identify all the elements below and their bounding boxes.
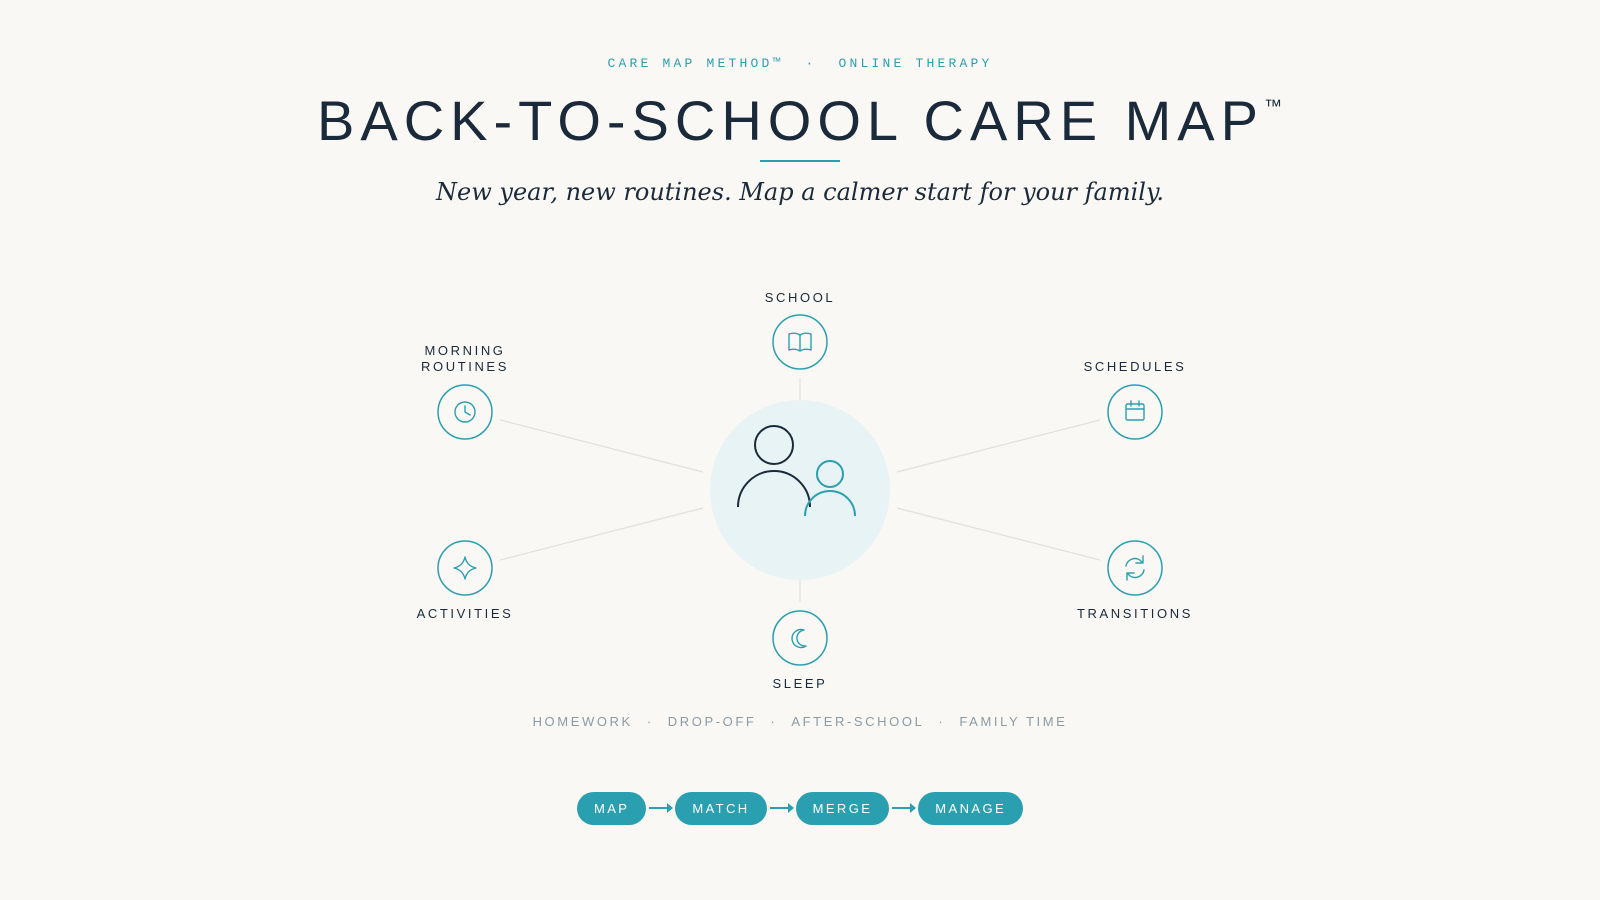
arrow-right-icon <box>767 802 796 814</box>
tag-separator: · <box>646 714 654 729</box>
tag-separator: · <box>770 714 778 729</box>
node-circle-transitions <box>1107 540 1163 596</box>
page-title-text: BACK-TO-SCHOOL CARE MAP <box>316 89 1265 152</box>
step-match-pill: MATCH <box>675 791 767 825</box>
connector-transitions <box>896 507 1101 561</box>
subtitle: New year, new routines. Map a calmer sta… <box>436 178 1164 206</box>
node-circle-activities <box>437 540 493 596</box>
refresh-icon <box>1125 555 1145 581</box>
connector-schedules <box>896 419 1101 473</box>
node-circle-schedules <box>1107 384 1163 440</box>
book-icon <box>788 332 812 352</box>
node-label-transitions: TRANSITIONS <box>1077 606 1193 621</box>
node-label-morning-routines: MORNING ROUTINES <box>365 343 565 375</box>
eyebrow: CARE MAP METHOD™ · ONLINE THERAPY <box>0 56 1600 71</box>
node-label-schedules: SCHEDULES <box>1083 359 1187 374</box>
topic-tags: HOMEWORK · DROP-OFF · AFTER-SCHOOL · FAMILY TI… <box>0 714 1600 729</box>
clock-icon <box>454 401 476 423</box>
node-label-sleep: SLEEP <box>772 676 828 691</box>
process-steps: MAP MATCH MERGE MANAGE <box>0 791 1600 825</box>
tag-drop-off: DROP-OFF <box>667 714 757 729</box>
title-divider <box>760 160 840 162</box>
tag-separator: · <box>938 714 946 729</box>
step-map-pill: MAP <box>576 791 647 825</box>
node-circle-sleep <box>772 610 828 666</box>
family-icon <box>737 425 856 517</box>
eyebrow-separator: · <box>805 56 817 71</box>
node-label-morning-line1: MORNING <box>424 343 506 358</box>
eyebrow-method: CARE MAP METHOD™ <box>607 56 784 71</box>
connector-morning <box>499 419 704 473</box>
node-label-activities: ACTIVITIES <box>416 606 514 621</box>
sparkle-icon <box>453 556 477 580</box>
page-title: BACK-TO-SCHOOL CARE MAP™ <box>0 88 1600 153</box>
node-label-school: SCHOOL <box>764 290 836 305</box>
tag-after-school: AFTER-SCHOOL <box>791 714 925 729</box>
step-manage-pill: MANAGE <box>918 791 1024 825</box>
calendar-icon <box>1125 400 1145 421</box>
arrow-right-icon <box>889 802 918 814</box>
connector-activities <box>499 507 704 561</box>
step-merge-pill: MERGE <box>795 791 890 825</box>
center-circle <box>710 400 890 580</box>
node-label-morning-line2: ROUTINES <box>421 359 509 374</box>
arrow-right-icon <box>646 802 675 814</box>
tag-family-time: FAMILY TIME <box>959 714 1068 729</box>
tag-homework: HOMEWORK <box>532 714 633 729</box>
trademark-mark: ™ <box>1264 96 1284 116</box>
eyebrow-service: ONLINE THERAPY <box>838 56 993 71</box>
moon-icon <box>791 628 807 649</box>
